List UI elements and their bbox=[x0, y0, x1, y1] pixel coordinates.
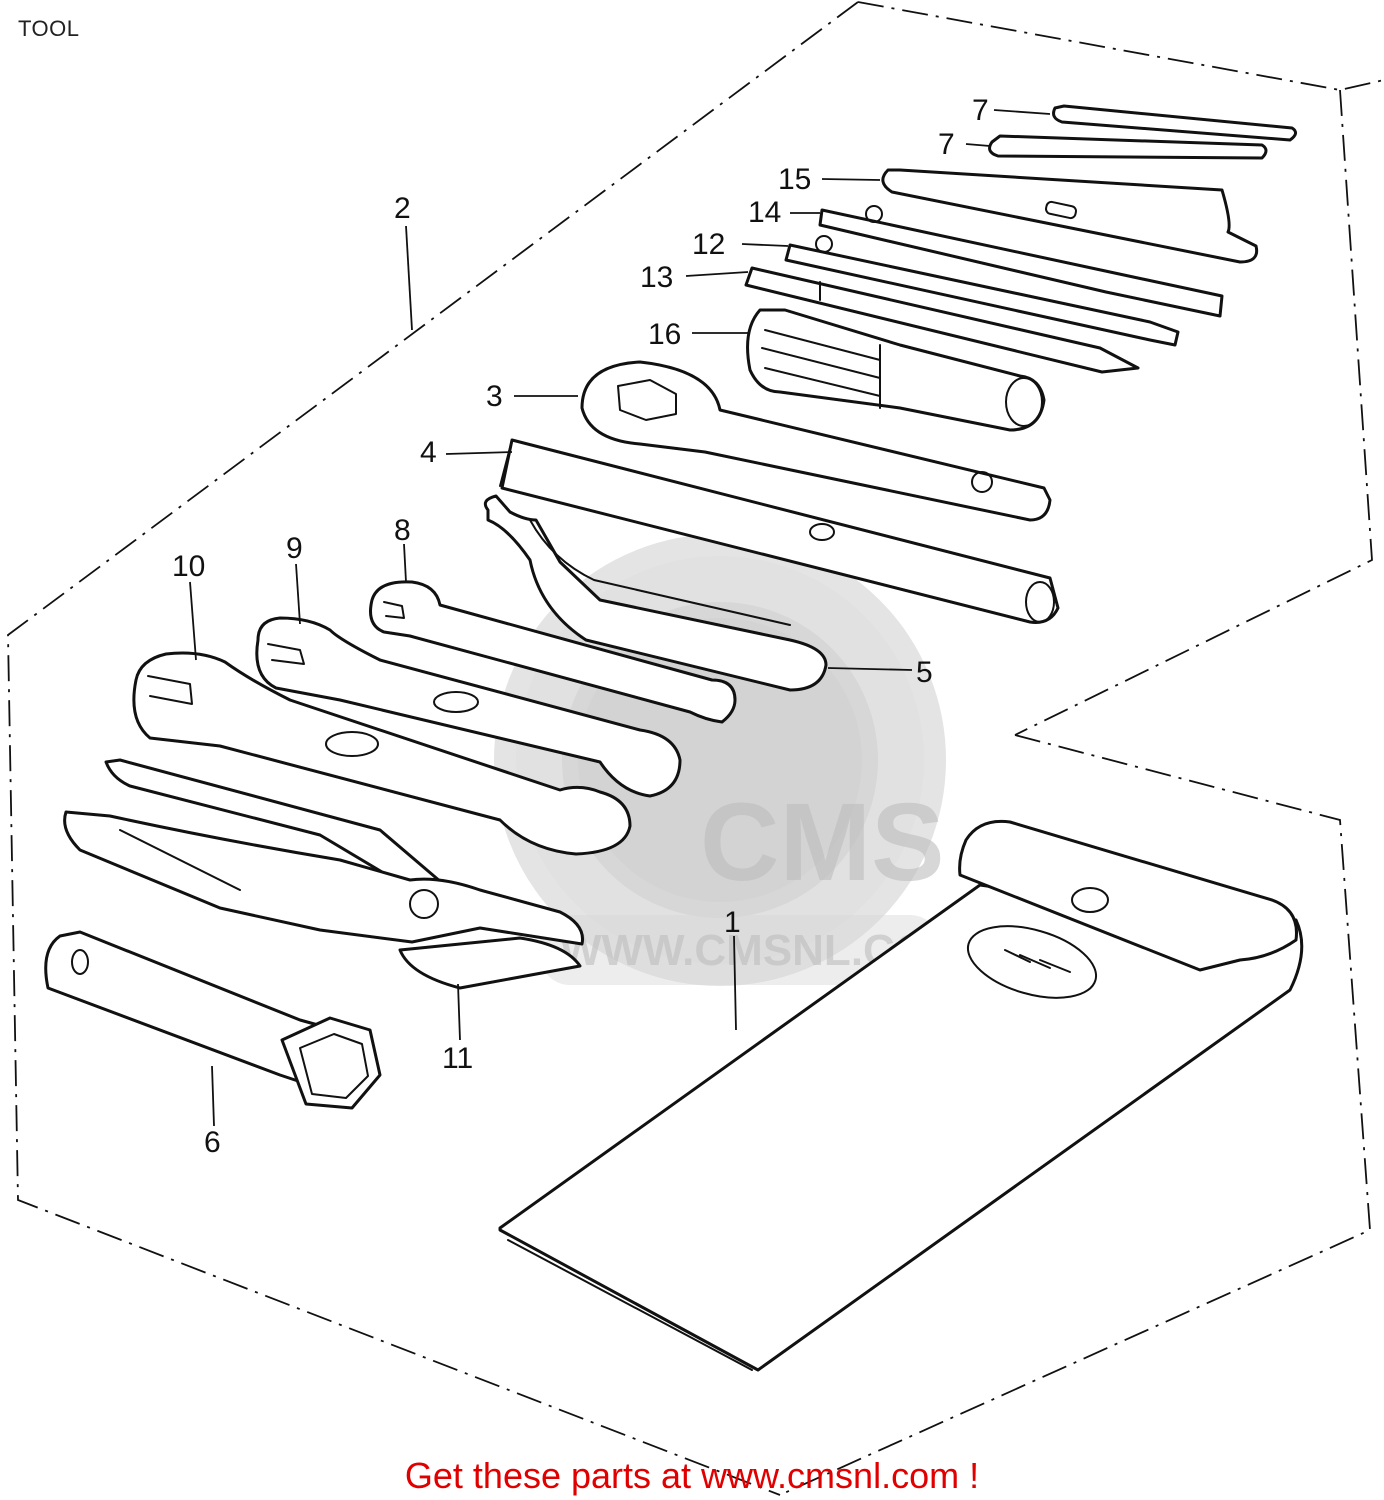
callout-9: 9 bbox=[286, 532, 303, 565]
callout-10: 10 bbox=[172, 550, 205, 583]
callout-7-upper: 7 bbox=[972, 94, 989, 127]
callout-labels: 7 7 15 14 12 13 16 2 3 4 8 9 10 5 1 11 6 bbox=[172, 94, 989, 1159]
callout-6: 6 bbox=[204, 1126, 221, 1159]
plug-wrench bbox=[44, 930, 382, 1110]
screwdriver-blade bbox=[784, 235, 1180, 347]
callout-16: 16 bbox=[648, 318, 681, 351]
pliers bbox=[63, 758, 585, 990]
callout-11: 11 bbox=[442, 1042, 473, 1075]
feeler-blade-upper bbox=[1052, 104, 1297, 142]
open-end-wrench-small bbox=[369, 580, 737, 724]
get-parts-link[interactable]: Get these parts at www.cmsnl.com ! bbox=[404, 1455, 980, 1496]
callout-4: 4 bbox=[420, 436, 437, 469]
feeler-blade-lower bbox=[988, 134, 1268, 160]
watermark-logo-text: CMS bbox=[700, 781, 944, 904]
callout-5: 5 bbox=[916, 656, 933, 689]
callout-13: 13 bbox=[640, 261, 673, 294]
ring-spanner bbox=[580, 360, 1052, 522]
tool-bag bbox=[498, 819, 1304, 1372]
callout-12: 12 bbox=[692, 228, 725, 261]
callout-14: 14 bbox=[748, 196, 781, 229]
callout-2: 2 bbox=[394, 192, 411, 225]
screwdriver-grip bbox=[746, 308, 1046, 432]
callout-1: 1 bbox=[724, 906, 741, 939]
handle-bar bbox=[499, 438, 1060, 624]
hook-spanner bbox=[483, 494, 828, 692]
open-end-wrench-medium bbox=[255, 616, 682, 798]
watermark-logo: CMS WWW.CMSNL.COM bbox=[494, 534, 966, 986]
screwdriver-small bbox=[818, 205, 1224, 318]
page-title: TOOL bbox=[18, 16, 80, 41]
leader-lines bbox=[189, 109, 1051, 1127]
callout-15: 15 bbox=[778, 163, 811, 196]
callout-8: 8 bbox=[394, 514, 411, 547]
callout-7-lower: 7 bbox=[938, 128, 955, 161]
callout-3: 3 bbox=[486, 380, 503, 413]
tire-lever bbox=[881, 168, 1259, 264]
tool-set-outline bbox=[7, 1, 1384, 1496]
screwdriver-phillips bbox=[744, 266, 1140, 374]
